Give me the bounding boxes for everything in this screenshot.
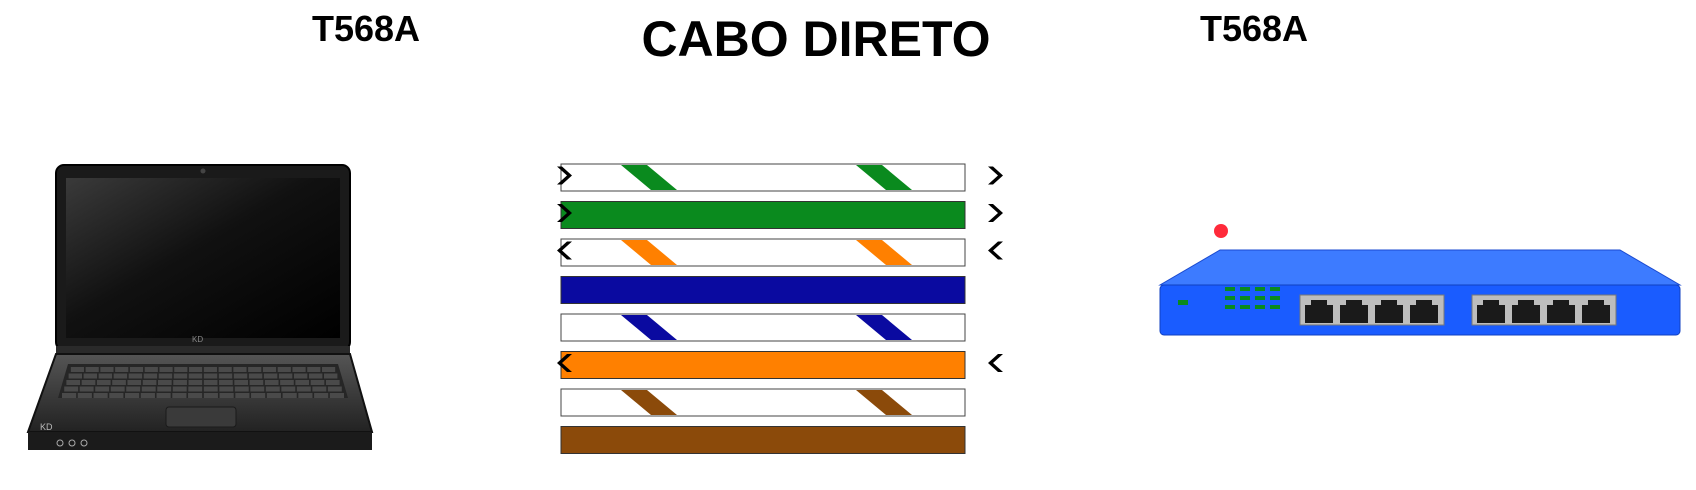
ethernet-port-icon — [1477, 300, 1505, 323]
cable-wiring-diagram — [557, 163, 1003, 454]
arrow-left-icon — [557, 241, 572, 260]
laptop-image: KD KD — [26, 164, 374, 450]
keyboard — [62, 367, 344, 398]
laptop-lid-logo: KD — [192, 335, 203, 344]
arrow-right-icon — [988, 166, 1003, 185]
ethernet-port-icon — [1512, 300, 1540, 323]
wire-pin-6 — [557, 351, 1003, 379]
left-standard-label: T568A — [312, 8, 421, 49]
status-led-icon — [1214, 224, 1228, 238]
ethernet-port-icon — [1547, 300, 1575, 323]
wire-pin-3 — [557, 238, 1003, 267]
ethernet-port-icon — [1375, 300, 1403, 323]
network-switch-image — [1158, 224, 1682, 336]
ethernet-ports — [1299, 294, 1617, 326]
ethernet-port-icon — [1582, 300, 1610, 323]
arrow-left-icon — [557, 354, 572, 372]
page-title: CABO DIRETO — [641, 11, 991, 67]
ethernet-port-icon — [1340, 300, 1368, 323]
arrow-right-icon — [557, 166, 572, 185]
wire-pin-7 — [560, 388, 966, 417]
wire-pin-5 — [560, 313, 966, 342]
wire-pin-1 — [557, 163, 1003, 192]
arrow-left-icon — [988, 241, 1003, 260]
wire-pin-4 — [560, 276, 966, 304]
ethernet-port-icon — [1305, 300, 1333, 323]
arrow-left-icon — [988, 354, 1003, 372]
arrow-right-icon — [557, 204, 572, 222]
wire-pin-2 — [557, 201, 1003, 229]
wire-pin-8 — [560, 426, 966, 454]
laptop-logo: KD — [40, 422, 53, 432]
right-standard-label: T568A — [1200, 8, 1309, 49]
ethernet-port-icon — [1410, 300, 1438, 323]
arrow-right-icon — [988, 204, 1003, 222]
